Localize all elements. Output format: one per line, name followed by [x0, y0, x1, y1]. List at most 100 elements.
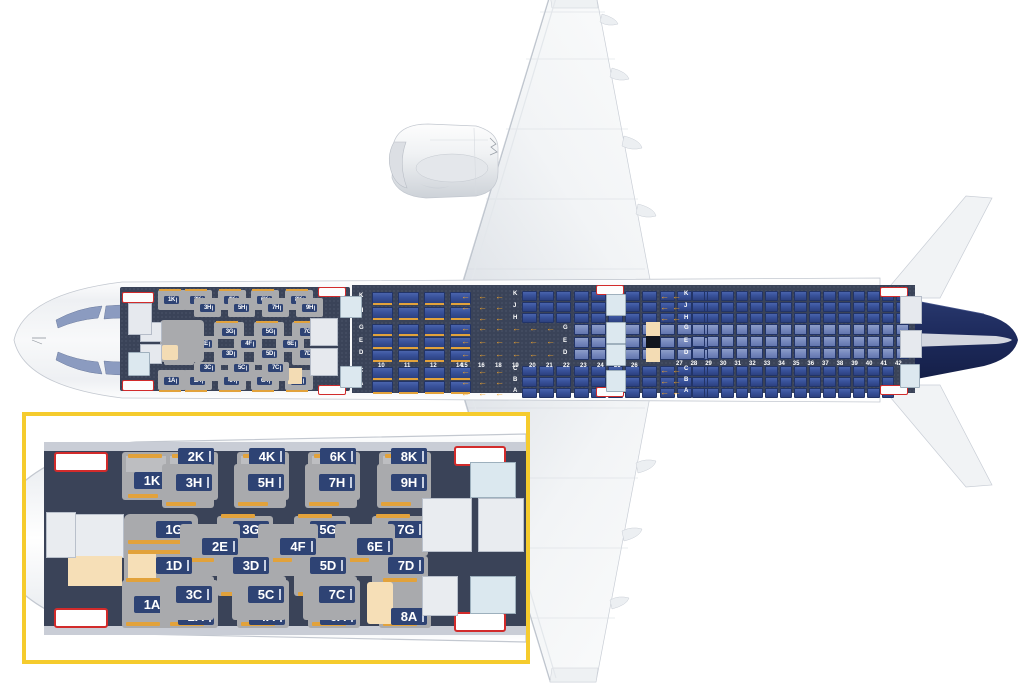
economy-seat[interactable] — [808, 336, 822, 347]
economy-seat[interactable] — [765, 302, 778, 312]
economy-seat[interactable] — [706, 324, 720, 335]
economy-seat[interactable] — [625, 291, 641, 301]
seat-5H[interactable]: 5H — [234, 304, 249, 312]
economy-seat[interactable] — [838, 377, 851, 387]
inset-seat-3D[interactable]: 3D — [233, 557, 269, 574]
economy-seat[interactable] — [522, 313, 537, 323]
economy-seat[interactable] — [867, 302, 880, 312]
economy-seat[interactable] — [573, 388, 589, 398]
economy-seat[interactable] — [706, 377, 720, 387]
economy-seat[interactable] — [659, 388, 675, 398]
economy-seat[interactable] — [692, 336, 705, 347]
economy-seat[interactable] — [838, 336, 851, 347]
economy-seat[interactable] — [721, 348, 734, 359]
economy-seat[interactable] — [852, 388, 866, 398]
economy-seat[interactable] — [808, 324, 822, 335]
economy-seat[interactable] — [706, 388, 720, 398]
economy-seat[interactable] — [867, 366, 880, 376]
economy-seat[interactable] — [881, 336, 895, 347]
economy-seat[interactable] — [881, 348, 895, 359]
economy-seat[interactable] — [676, 291, 692, 301]
economy-seat[interactable] — [556, 388, 572, 398]
economy-seat[interactable] — [735, 336, 749, 347]
economy-seat[interactable] — [852, 366, 866, 376]
economy-seat[interactable] — [573, 366, 589, 376]
economy-seat[interactable] — [750, 388, 763, 398]
economy-seat[interactable] — [838, 366, 851, 376]
economy-seat[interactable] — [522, 377, 537, 387]
exit-door[interactable] — [122, 292, 154, 303]
economy-seat[interactable] — [750, 324, 763, 335]
aft-lavatory[interactable] — [900, 364, 920, 388]
economy-seat[interactable] — [823, 336, 836, 347]
economy-seat[interactable] — [721, 377, 734, 387]
economy-seat[interactable] — [692, 377, 705, 387]
economy-seat[interactable] — [823, 366, 836, 376]
economy-seat[interactable] — [852, 377, 866, 387]
economy-seat[interactable] — [642, 366, 658, 376]
economy-seat[interactable] — [659, 313, 675, 323]
economy-seat[interactable] — [590, 366, 606, 376]
inset-seat-1D[interactable]: 1D — [156, 557, 192, 574]
seat-2A[interactable]: 2A — [190, 377, 205, 385]
economy-seat[interactable] — [676, 349, 692, 360]
economy-seat[interactable] — [779, 348, 793, 359]
economy-seat[interactable] — [808, 302, 822, 312]
economy-seat[interactable] — [794, 324, 807, 335]
economy-seat[interactable] — [823, 291, 836, 301]
inset-seat-8A[interactable]: 8A — [391, 608, 427, 625]
economy-seat[interactable] — [838, 388, 851, 398]
economy-seat[interactable] — [721, 313, 734, 323]
economy-seat[interactable] — [539, 302, 555, 312]
economy-seat[interactable] — [721, 366, 734, 376]
economy-seat[interactable] — [642, 302, 658, 312]
inset-seat-6E[interactable]: 6E — [357, 538, 393, 555]
economy-seat[interactable] — [823, 377, 836, 387]
economy-seat[interactable] — [838, 302, 851, 312]
economy-seat[interactable] — [779, 291, 793, 301]
economy-seat[interactable] — [779, 377, 793, 387]
economy-seat[interactable] — [735, 291, 749, 301]
economy-seat[interactable] — [590, 313, 606, 323]
economy-seat[interactable] — [867, 336, 880, 347]
inset-seat-2E[interactable]: 2E — [202, 538, 238, 555]
economy-seat[interactable] — [823, 302, 836, 312]
economy-seat[interactable] — [735, 324, 749, 335]
economy-seat[interactable] — [838, 348, 851, 359]
inset-seat-6K[interactable]: 6K — [320, 448, 356, 465]
economy-seat[interactable] — [539, 291, 555, 301]
economy-seat[interactable] — [750, 313, 763, 323]
economy-seat[interactable] — [779, 324, 793, 335]
economy-seat[interactable] — [590, 377, 606, 387]
seat-3H[interactable]: 3H — [200, 304, 215, 312]
economy-seat[interactable] — [625, 313, 641, 323]
economy-seat[interactable] — [642, 291, 658, 301]
inset-seat-9H[interactable]: 9H — [391, 474, 427, 491]
economy-seat[interactable] — [676, 302, 692, 312]
economy-seat[interactable] — [750, 336, 763, 347]
economy-seat[interactable] — [573, 302, 589, 312]
economy-seat[interactable] — [625, 302, 641, 312]
economy-seat[interactable] — [539, 366, 555, 376]
seat-1K[interactable]: 1K — [164, 296, 179, 304]
economy-seat[interactable] — [867, 324, 880, 335]
economy-seat[interactable] — [522, 388, 537, 398]
economy-seat[interactable] — [522, 302, 537, 312]
economy-seat[interactable] — [556, 291, 572, 301]
rear-lavatory-1[interactable] — [606, 294, 626, 316]
economy-seat[interactable] — [735, 313, 749, 323]
seat-9H[interactable]: 9H — [302, 304, 317, 312]
economy-seat[interactable] — [765, 388, 778, 398]
economy-seat[interactable] — [881, 366, 895, 376]
economy-seat[interactable] — [676, 337, 692, 348]
economy-seat[interactable] — [808, 377, 822, 387]
economy-seat[interactable] — [750, 302, 763, 312]
inset-lavatory-lower[interactable] — [470, 576, 516, 614]
economy-seat[interactable] — [852, 302, 866, 312]
economy-seat[interactable] — [676, 313, 692, 323]
economy-seat[interactable] — [573, 377, 589, 387]
economy-seat[interactable] — [735, 302, 749, 312]
economy-seat[interactable] — [794, 377, 807, 387]
seat-5C[interactable]: 5C — [234, 364, 249, 372]
economy-seat[interactable] — [779, 313, 793, 323]
